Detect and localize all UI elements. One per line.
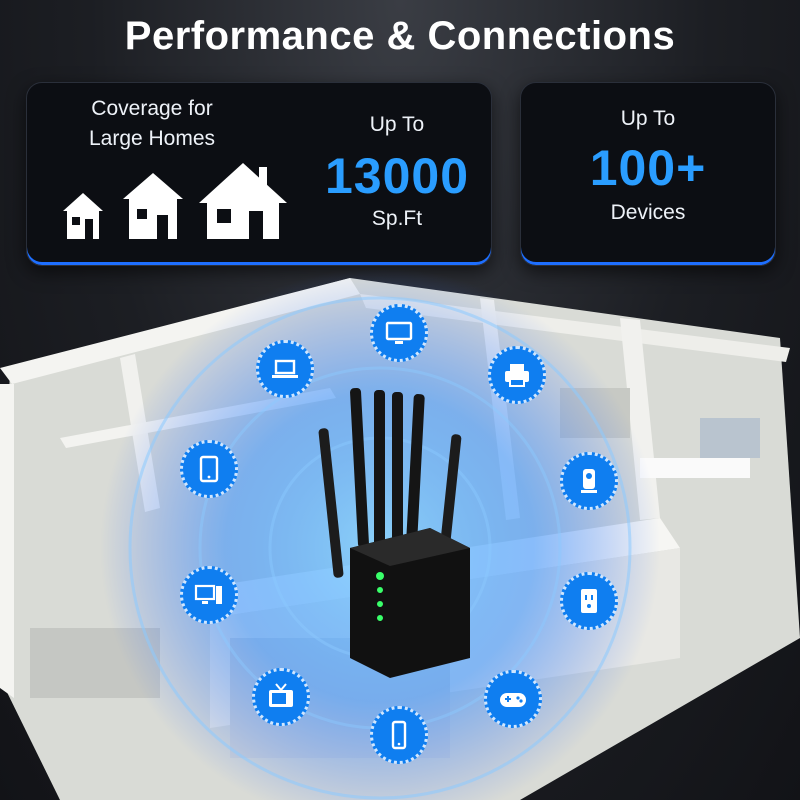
coverage-value: 13000 — [324, 148, 470, 204]
tv-icon — [252, 668, 310, 726]
wifi-extender-device — [318, 387, 470, 678]
coverage-line2: Large Homes — [88, 127, 216, 150]
houses-icon — [63, 163, 287, 239]
devices-card: Up To 100+ Devices — [520, 82, 776, 266]
tablet-icon — [180, 440, 238, 498]
desktop-icon — [180, 566, 238, 624]
devices-label: Devices — [610, 201, 686, 224]
camera-icon — [560, 452, 618, 510]
monitor-icon — [370, 304, 428, 362]
laptop-icon — [256, 340, 314, 398]
banner-title: Performance & Connections — [124, 14, 676, 58]
phone-icon — [370, 706, 428, 764]
coverage-up-to: Up To — [369, 113, 425, 136]
devices-up-to: Up To — [620, 107, 676, 130]
coverage-unit: Sp.Ft — [371, 207, 423, 230]
coverage-line1: Coverage for — [91, 97, 213, 120]
coverage-card: Coverage for Large Homes Up To 13000 Sp.… — [26, 82, 492, 266]
smart-plug-icon — [560, 572, 618, 630]
devices-value: 100+ — [589, 140, 707, 196]
gamepad-icon — [484, 670, 542, 728]
printer-icon — [488, 346, 546, 404]
